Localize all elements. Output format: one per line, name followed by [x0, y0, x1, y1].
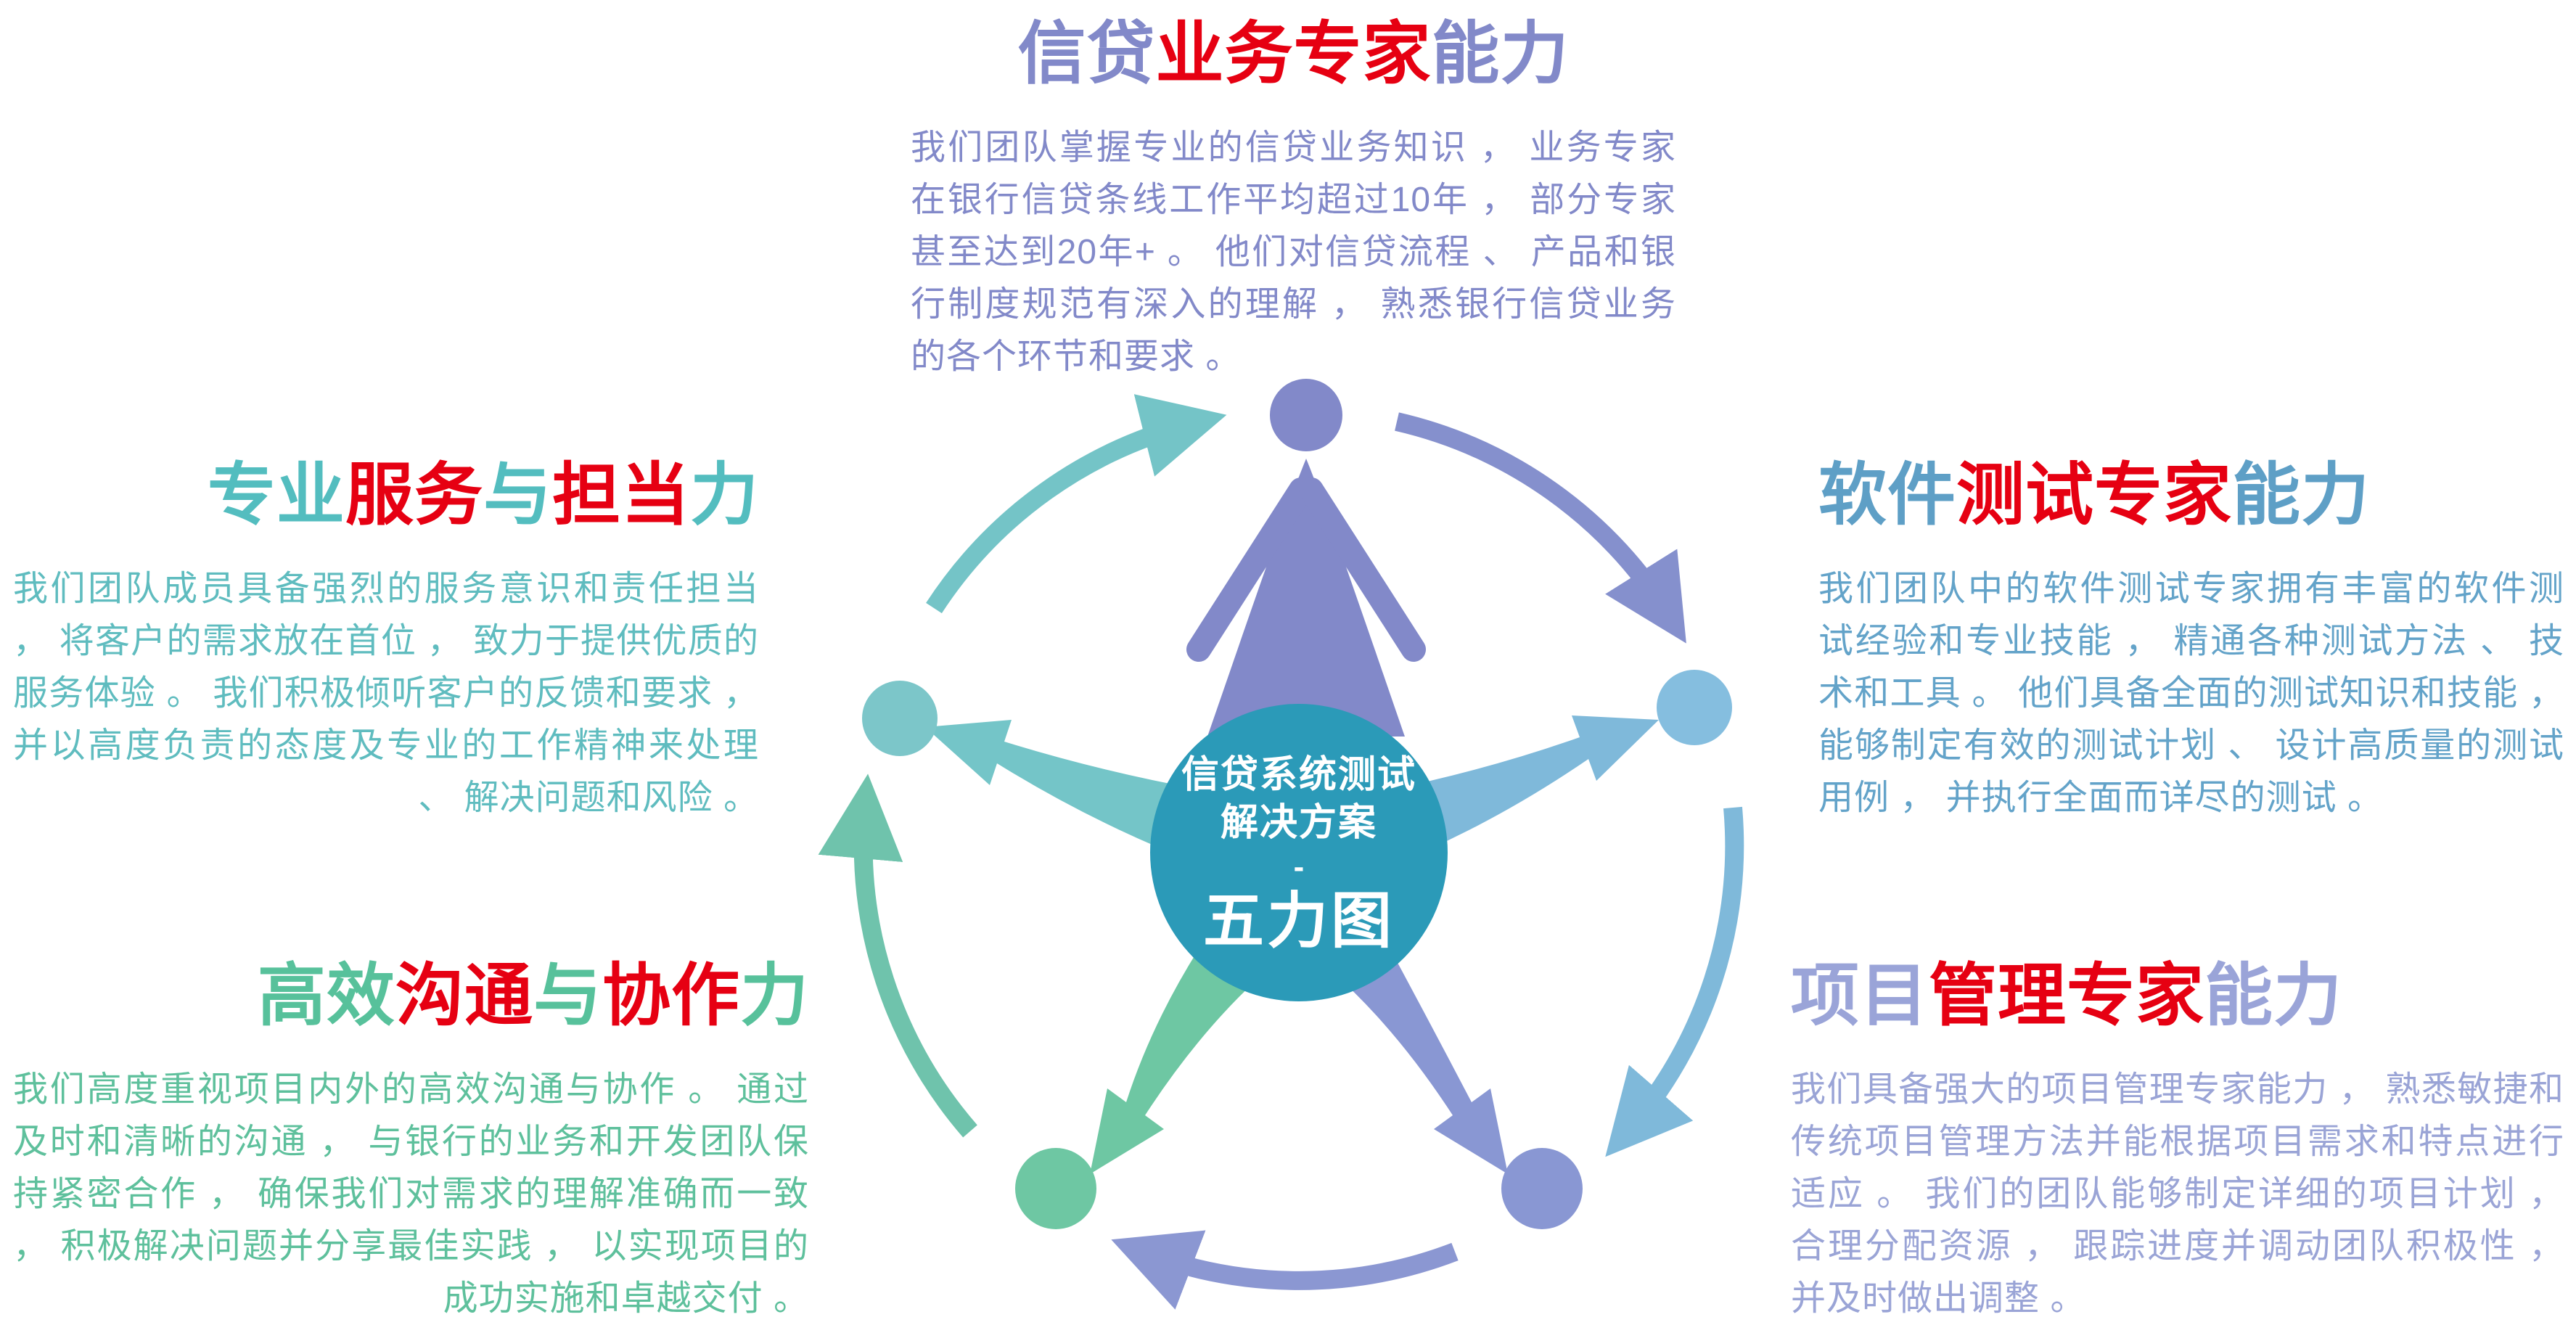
person-head-icon — [1270, 379, 1342, 451]
center-line2: 解决方案 — [1220, 802, 1377, 844]
title-segment: 服务 — [345, 456, 483, 533]
person-body-icon — [1207, 459, 1405, 737]
title-segment: 担当 — [551, 456, 690, 533]
section-body: 我们团队中的软件测试专家拥有丰富的软件测试经验和专业技能 ， 精通各种测试方法 … — [1818, 570, 2564, 817]
section-body: 我们团队掌握专业的信贷业务知识 ， 业务专家在银行信贷条线工作平均超过10年 ，… — [911, 128, 1676, 376]
title-segment: 管理专家 — [1929, 957, 2205, 1033]
section-title: 高效沟通与协作力 — [13, 956, 809, 1035]
title-segment: 与 — [533, 957, 602, 1033]
node-dot-bottom-left-icon — [1015, 1148, 1096, 1229]
center-line1: 信贷系统测试 — [1181, 754, 1416, 796]
cycle-arrow-bottomright-to-bottomleft-icon — [1111, 1230, 1459, 1310]
title-segment: 信贷 — [1017, 15, 1156, 91]
title-segment: 测试专家 — [1956, 456, 2233, 533]
cycle-arrow-left-to-top-icon — [926, 394, 1227, 614]
center-label: 信贷系统测试 解决方案 - 五力图 — [1154, 726, 1444, 980]
title-segment: 与 — [483, 456, 552, 533]
title-segment: 软件 — [1818, 456, 1957, 533]
title-segment: 高效 — [257, 957, 395, 1033]
title-segment: 专业 — [207, 456, 345, 533]
title-segment: 力 — [689, 456, 759, 533]
section-professional-service: 专业服务与担当力 我们团队成员具备强烈的服务意识和责任担当 ， 将客户的需求放在… — [13, 456, 759, 824]
title-segment: 能力 — [2204, 957, 2343, 1033]
cycle-arrow-top-to-right-icon — [1395, 412, 1686, 644]
node-dot-bottom-right-icon — [1501, 1148, 1583, 1229]
section-title: 专业服务与担当力 — [13, 456, 759, 534]
center-dash: - — [1293, 849, 1305, 885]
section-body: 我们高度重视项目内外的高效沟通与协作 。 通过及时和清晰的沟通 ， 与银行的业务… — [13, 1070, 809, 1318]
person-arm-right-icon — [1299, 477, 1426, 662]
cycle-arrow-bottomleft-to-left-icon — [818, 774, 977, 1138]
section-body: 我们团队成员具备强烈的服务意识和责任担当 ， 将客户的需求放在首位 ， 致力于提… — [13, 570, 759, 817]
cycle-arrow-right-to-bottomright-icon — [1605, 806, 1744, 1157]
section-project-management-expertise: 项目管理专家能力 我们具备强大的项目管理专家能力 ， 熟悉敏捷和传统项目管理方法… — [1791, 956, 2564, 1325]
section-efficient-communication: 高效沟通与协作力 我们高度重视项目内外的高效沟通与协作 。 通过及时和清晰的沟通… — [13, 956, 809, 1325]
node-dot-left-icon — [862, 681, 938, 756]
section-software-testing-expertise: 软件测试专家能力 我们团队中的软件测试专家拥有丰富的软件测试经验和专业技能 ， … — [1818, 456, 2564, 824]
section-title: 软件测试专家能力 — [1818, 456, 2564, 534]
node-dot-right-icon — [1657, 670, 1732, 745]
title-segment: 业务专家 — [1155, 15, 1432, 91]
section-title: 项目管理专家能力 — [1791, 956, 2564, 1035]
center-circle — [1150, 704, 1448, 1001]
center-title: 五力图 — [1202, 887, 1395, 955]
section-title: 信贷业务专家能力 — [911, 15, 1676, 93]
title-segment: 协作 — [602, 957, 740, 1033]
person-arm-left-icon — [1186, 477, 1313, 662]
person-icon — [1186, 379, 1426, 737]
title-segment: 力 — [739, 957, 809, 1033]
section-body: 我们具备强大的项目管理专家能力 ， 熟悉敏捷和传统项目管理方法并能根据项目需求和… — [1791, 1070, 2564, 1318]
title-segment: 能力 — [1431, 15, 1570, 91]
title-segment: 项目 — [1791, 957, 1929, 1033]
title-segment: 沟通 — [395, 957, 533, 1033]
title-segment: 能力 — [2232, 456, 2371, 533]
section-credit-business-expertise: 信贷业务专家能力 我们团队掌握专业的信贷业务知识 ， 业务专家在银行信贷条线工作… — [911, 15, 1676, 383]
